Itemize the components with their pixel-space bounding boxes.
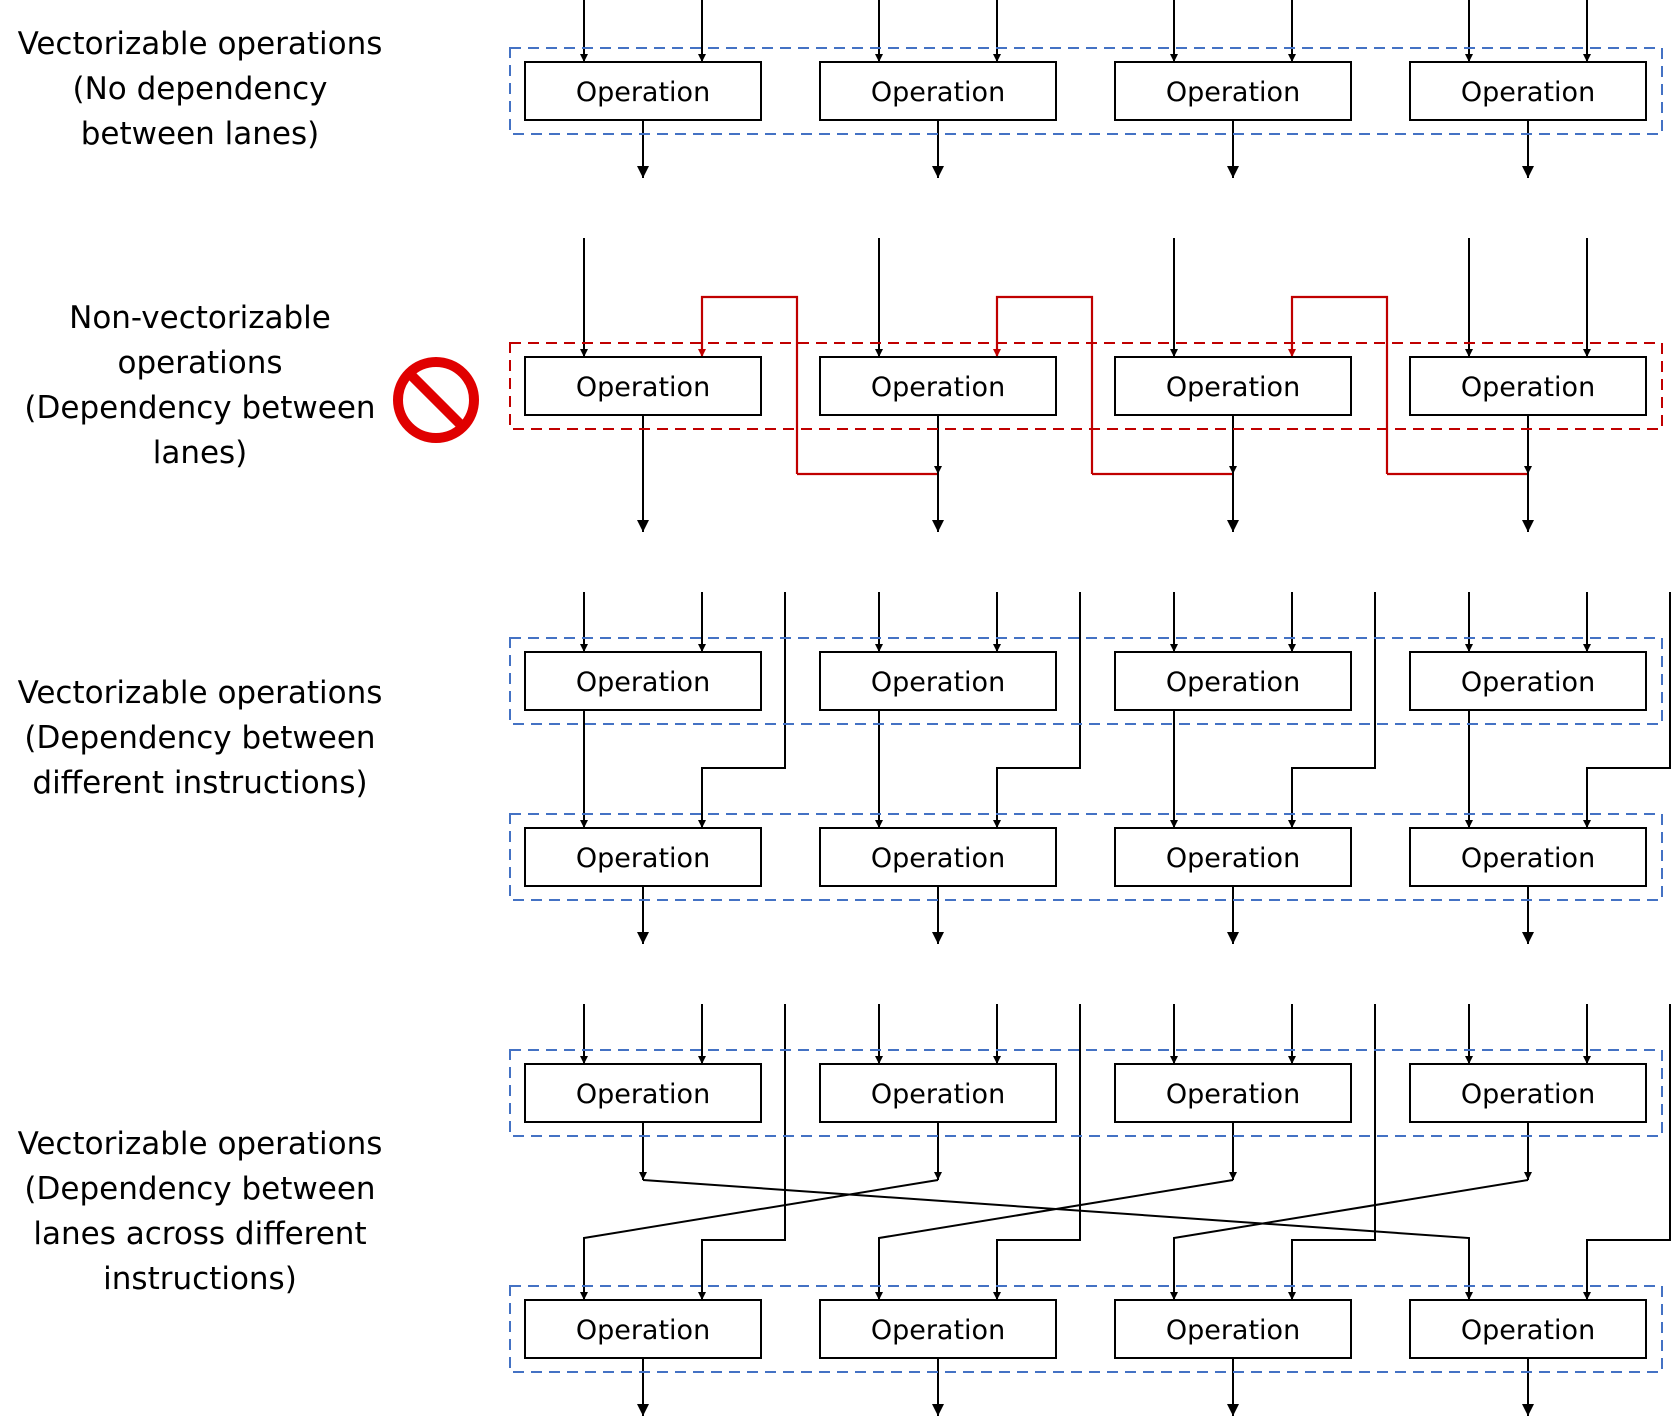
- operation-label: Operation: [576, 372, 710, 403]
- operation-box: [819, 1299, 1057, 1359]
- dependency-arrow: [993, 295, 1094, 474]
- operation-box: [1409, 61, 1647, 121]
- cross-lane-arrow: [580, 1179, 939, 1300]
- prohibited-icon: [393, 357, 479, 443]
- instruction-group: [509, 1049, 1663, 1137]
- caption-dependency-between-lanes: Non-vectorizable operations (Dependency …: [24, 300, 376, 471]
- operation-label: Operation: [871, 1315, 1005, 1346]
- caption-dependency-across-instructions: Vectorizable operations (Dependency betw…: [17, 1126, 383, 1297]
- operation-box: [1114, 1299, 1352, 1359]
- operation-box: [524, 1299, 762, 1359]
- operation-box: [524, 61, 762, 121]
- operation-label: Operation: [1166, 77, 1300, 108]
- operation-label: Operation: [871, 77, 1005, 108]
- operation-label: Operation: [576, 1079, 710, 1110]
- operation-box: [819, 827, 1057, 887]
- operation-box: [1114, 356, 1352, 416]
- side-input-arrow: [1583, 1004, 1671, 1300]
- side-input-arrow: [1288, 592, 1376, 828]
- operation-box: [819, 356, 1057, 416]
- instruction-group: [509, 47, 1663, 135]
- side-input-arrow: [993, 1004, 1081, 1300]
- operation-box: [1114, 61, 1352, 121]
- operation-box: [1409, 356, 1647, 416]
- dependency-arrow: [698, 295, 799, 474]
- instruction-group: [509, 342, 1663, 430]
- operation-label: Operation: [1461, 372, 1595, 403]
- operation-label: Operation: [871, 1079, 1005, 1110]
- caption-dependency-between-instructions: Vectorizable operations (Dependency betw…: [17, 675, 383, 801]
- instruction-group: [509, 813, 1663, 901]
- operation-label: Operation: [576, 1315, 710, 1346]
- operation-box: [524, 827, 762, 887]
- operation-box: [819, 1063, 1057, 1123]
- operation-box: [819, 61, 1057, 121]
- operation-label: Operation: [576, 77, 710, 108]
- operation-label: Operation: [1461, 77, 1595, 108]
- operation-box: [1409, 827, 1647, 887]
- operation-label: Operation: [1461, 843, 1595, 874]
- operation-box: [1409, 1299, 1647, 1359]
- side-input-arrow: [1583, 592, 1671, 828]
- operation-label: Operation: [576, 667, 710, 698]
- cross-lane-arrow: [875, 1179, 1234, 1300]
- operation-box: [524, 1063, 762, 1123]
- operation-box: [1114, 651, 1352, 711]
- operation-label: Operation: [1461, 1079, 1595, 1110]
- operation-label: Operation: [871, 667, 1005, 698]
- operation-label: Operation: [1166, 372, 1300, 403]
- operation-box: [524, 356, 762, 416]
- operation-label: Operation: [871, 843, 1005, 874]
- operation-box: [524, 651, 762, 711]
- operation-label: Operation: [576, 843, 710, 874]
- operation-box: [1114, 827, 1352, 887]
- instruction-group: [509, 637, 1663, 725]
- operation-label: Operation: [1166, 843, 1300, 874]
- cross-lane-arrow: [1170, 1179, 1529, 1300]
- operation-box: [1409, 651, 1647, 711]
- operation-label: Operation: [1166, 1079, 1300, 1110]
- cross-lane-arrow: [642, 1179, 1473, 1300]
- connector-layer: [580, 0, 1671, 1416]
- operation-box: [819, 651, 1057, 711]
- side-input-arrow: [698, 592, 786, 828]
- caption-no-dependency: Vectorizable operations (No dependency b…: [17, 26, 383, 152]
- operation-label: Operation: [1166, 667, 1300, 698]
- icon-layer: [393, 357, 479, 443]
- operation-box: [1114, 1063, 1352, 1123]
- side-input-arrow: [698, 1004, 786, 1300]
- dependency-arrow: [1288, 295, 1389, 474]
- operation-label: Operation: [1461, 1315, 1595, 1346]
- side-input-arrow: [1288, 1004, 1376, 1300]
- instruction-group: [509, 1285, 1663, 1373]
- instruction-group-layer: [509, 47, 1663, 1373]
- operation-label: Operation: [1166, 1315, 1300, 1346]
- operation-label: Operation: [1461, 667, 1595, 698]
- side-input-arrow: [993, 592, 1081, 828]
- operation-box: [1409, 1063, 1647, 1123]
- operation-label: Operation: [871, 372, 1005, 403]
